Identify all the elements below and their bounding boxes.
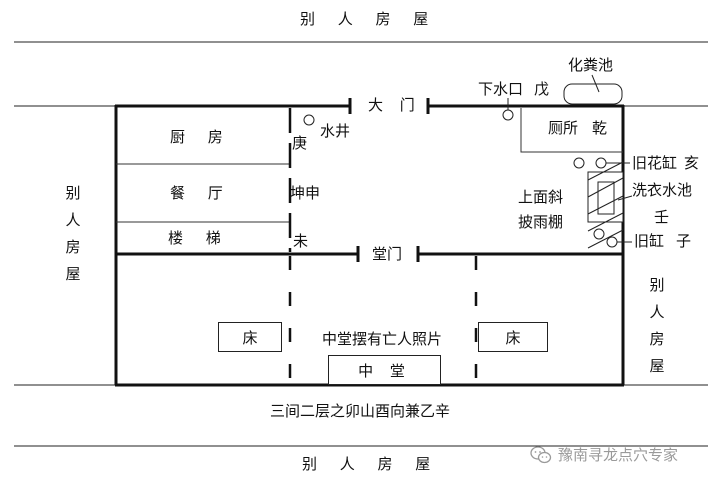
right-neighbor-label: 别 人 房 屋: [649, 276, 665, 375]
well-circle: [303, 114, 315, 126]
main-hall-note-label: 中堂摆有亡人照片: [322, 330, 443, 348]
bed-left-label: 床: [242, 328, 258, 347]
drain-outlet-label: 下水口: [478, 80, 524, 98]
direction-geng-label: 庚: [292, 134, 308, 152]
main-hall-label: 中 堂: [358, 361, 411, 380]
shed-hatch-4: [587, 212, 624, 232]
bed-right-box: 床: [478, 322, 548, 352]
toilet-enclosure: [520, 108, 623, 153]
shed-hatch-5: [587, 229, 624, 249]
toilet-label: 厕所: [548, 119, 579, 137]
direction-hai-label: 亥: [684, 154, 700, 172]
dining-room-label: 餐 厅: [170, 184, 232, 202]
shed-hatch-1: [587, 161, 624, 181]
bed-right-label: 床: [505, 328, 521, 347]
bed-left-box: 床: [218, 322, 282, 352]
old-flower-vat-circle-a: [573, 157, 585, 169]
laundry-basin-pointer: [617, 195, 633, 201]
shed-hatch-2: [587, 177, 624, 198]
septic-tank-shape: [563, 83, 623, 105]
stairs-label: 楼 梯: [168, 229, 230, 247]
old-vat-circle-b: [606, 236, 618, 248]
old-vat-circle-a: [593, 228, 605, 240]
laundry-basin-label: 洗衣水池: [632, 181, 693, 199]
kitchen-label: 厨 房: [170, 128, 232, 146]
watermark-text: 豫南寻龙点穴专家: [558, 446, 679, 464]
laundry-basin-inner: [597, 181, 615, 215]
direction-ren-label: 壬: [654, 208, 670, 226]
direction-kun-shen-label: 坤申: [290, 184, 321, 202]
old-vat-label: 旧缸: [634, 232, 665, 250]
shed-hatch-3: [587, 195, 624, 215]
well-label: 水井: [320, 122, 351, 140]
shed-label-line2: 披雨棚: [518, 213, 564, 231]
bottom-neighbor-label: 别 人 房 屋: [302, 455, 440, 473]
house-description-label: 三间二层之卯山酉向兼乙辛: [270, 402, 451, 420]
old-flower-vat-circle-b: [595, 157, 607, 169]
direction-zi-label: 子: [676, 232, 692, 250]
drain-circle: [502, 109, 514, 121]
hall-gate-label: 堂门: [372, 245, 403, 263]
main-gate-label: 大 门: [368, 96, 421, 114]
wechat-icon: [530, 445, 552, 463]
watermark: 豫南寻龙点穴专家: [530, 444, 678, 465]
direction-wei-label: 未: [293, 232, 309, 250]
direction-qian-label: 乾: [592, 119, 608, 137]
old-flower-vat-label: 旧花缸: [632, 154, 678, 172]
septic-tank-label: 化粪池: [568, 56, 614, 74]
shed-label-line1: 上面斜: [518, 188, 564, 206]
septic-tank-pointer: [591, 74, 600, 93]
main-hall-box: 中 堂: [328, 355, 441, 385]
left-neighbor-label: 别 人 房 屋: [65, 184, 81, 283]
direction-wu-label: 戊: [534, 80, 550, 98]
top-neighbor-label: 别 人 房 屋: [300, 10, 438, 28]
